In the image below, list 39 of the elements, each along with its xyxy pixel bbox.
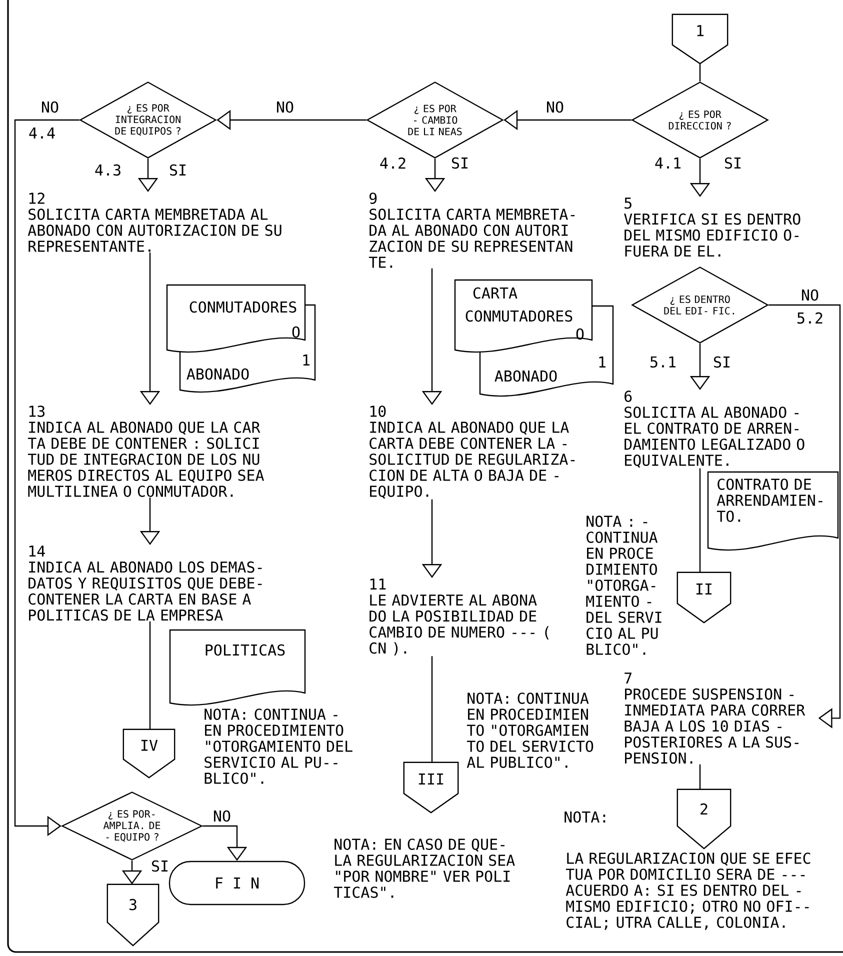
edge-label: NO: [544, 100, 566, 114]
branch-number: 4.2: [380, 157, 406, 169]
edge-label: SI: [450, 156, 470, 170]
edge-label: SI: [722, 156, 744, 170]
off-page-connector: 3: [106, 884, 160, 946]
edge-label: SI: [168, 163, 188, 177]
connector-line: [431, 656, 433, 762]
step-text: 7 PROCEDE SUSPENSION - INMEDIATA PARA CORRER BAJA A LOS 10 DIAS - POSTERIORES A LA SUS- PENSION.: [624, 672, 806, 764]
off-page-connector: II: [676, 572, 732, 624]
branch-number: 5.1: [650, 356, 676, 368]
edge-label: NO: [800, 288, 820, 302]
edge-label: NO: [274, 100, 296, 114]
off-page-connector: IV: [122, 728, 176, 778]
off-page-connector: 1: [672, 14, 728, 64]
connector-line: [699, 64, 701, 82]
arrow: [768, 304, 841, 728]
step-text: 6 SOLICITA AL ABONADO - EL CONTRATO DE ARREN- DAMIENTO LEGALIZADO O EQUIVALENTE.: [624, 390, 804, 468]
branch-number: 5.2: [798, 312, 822, 324]
edge-label: SI: [150, 859, 170, 873]
edge-label: SI: [712, 355, 732, 369]
step-text: 11 LE ADVIERTE AL ABONA DO LA POSIBILIDAD DE CAMBIO DE NUMERO --- ( CN ).: [370, 578, 549, 656]
note-text: NOTA: CONTINUA - EN PROCEDIMIENTO "OTORGAMIENTO DEL SERVICIO AL PU-- BLICO".: [204, 708, 352, 784]
step-text: 12 SOLICITA CARTA MEMBRETADA AL ABONADO CON AUTORIZACION DE SU REPRESENTANTE.: [28, 192, 282, 252]
step-text: 10 INDICA AL ABONADO QUE LA CARTA DEBE CONTENER LA - SOLICITUD DE REGULARIZA- CION DE ALTA O BAJA DE - EQUIPO.: [370, 406, 575, 499]
branch-number: 4.1: [655, 158, 681, 168]
connector-line: [699, 764, 701, 790]
off-page-connector: 2: [676, 788, 732, 850]
edge-label: NO: [212, 809, 232, 823]
connector-line: [699, 468, 701, 572]
step-text: 5 VERIFICA SI ES DENTRO DEL MISMO EDIFICIO O- FUERA DE EL.: [624, 198, 800, 257]
connector-line: [149, 621, 151, 730]
off-page-connector: III: [403, 762, 459, 814]
edge-label: NO: [40, 100, 60, 114]
note-text: NOTA: EN CASO DE QUE- LA REGULARIZACION SEA "POR NOMBRE" VER POLI TICAS".: [334, 838, 515, 898]
note-heading: NOTA:: [564, 811, 606, 823]
branch-number: 4.4: [29, 128, 55, 138]
step-text: 9 SOLICITA CARTA MEMBRETA- DA AL ABONADO CON AUTORI ZACION DE SU REPRESENTAN TE.: [368, 192, 575, 268]
step-text: 13 INDICA AL ABONADO QUE LA CAR TA DEBE DE CONTENER : SOLICI TUD DE INTEGRACION DE LOS NU MEROS DIRECTOS AL EQUIPO SEA MULTILINEA O CONMUTADOR.: [28, 406, 264, 497]
step-text: 14 INDICA AL ABONADO LOS DEMAS- DATOS Y REQUISITOS QUE DEBE- CONTENER LA CARTA EN BASE A POLITICAS DE LA EMPRESA: [28, 546, 262, 621]
